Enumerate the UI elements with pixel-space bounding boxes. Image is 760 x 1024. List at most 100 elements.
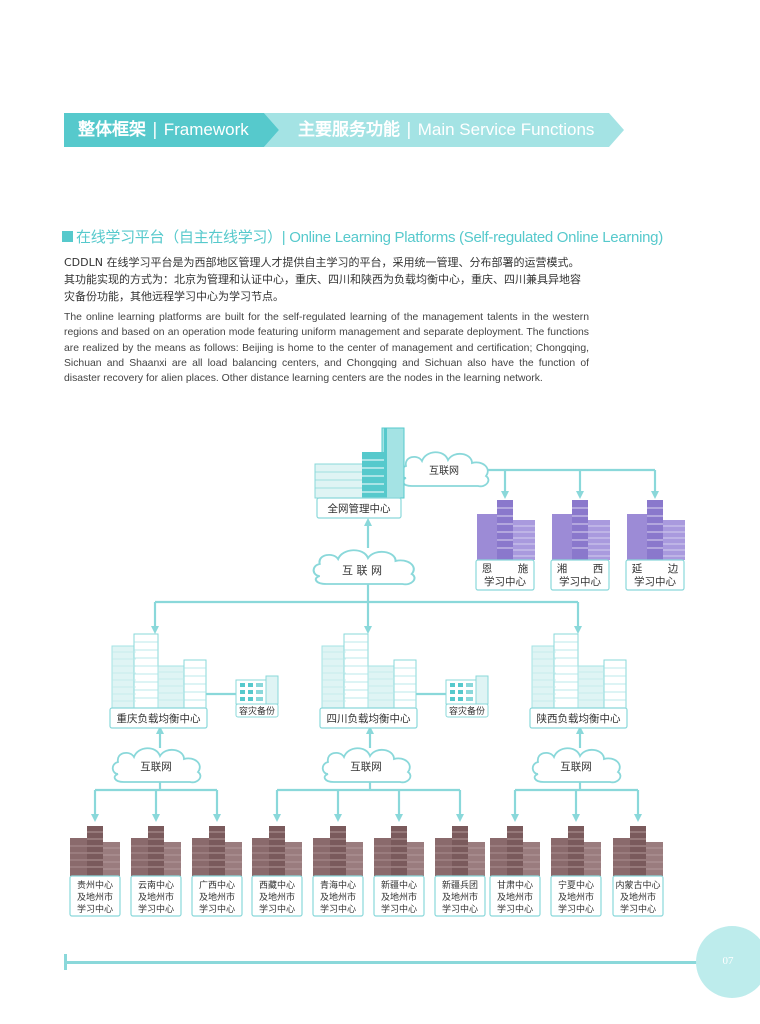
learning-center-scope: 及地州市 [77, 891, 113, 903]
cloud-internet-lower-0: 互联网 [111, 747, 202, 784]
learning-center-name: 广西中心 [199, 879, 235, 891]
balance-center-label: 四川负载均衡中心 [327, 712, 411, 725]
banner-separator: | [152, 120, 158, 140]
building-icon [490, 826, 540, 876]
learning-center-role: 学习中心 [138, 903, 174, 915]
banner-tab-framework[interactable]: 整体框架 | Framework [78, 113, 249, 147]
building-icon [477, 500, 535, 560]
footer-line [64, 961, 714, 964]
connection-lines [91, 468, 659, 822]
balance-center-label: 重庆负载均衡中心 [117, 712, 201, 725]
learning-center-role: 学习中心 [199, 903, 235, 915]
learning-center-name: 新疆兵团 [442, 879, 478, 891]
learning-center-name: 西藏中心 [259, 879, 295, 891]
banner-tab-main-service-en: Main Service Functions [417, 120, 595, 139]
purple-center-name-b: 边 [668, 563, 679, 575]
learning-center-role: 学习中心 [497, 903, 533, 915]
building-icon [551, 826, 601, 876]
cloud-label: 互联网 [560, 761, 592, 773]
cloud-internet-top: 互联网 [399, 451, 490, 488]
learning-center-role: 学习中心 [320, 903, 356, 915]
purple-center-role: 学习中心 [484, 575, 526, 588]
banner-tab-framework-cn: 整体框架 [78, 120, 146, 140]
server-icon [445, 675, 489, 705]
balance-center-0: 重庆负载均衡中心 [109, 633, 208, 729]
load-balance-centers: 重庆负载均衡中心 四川负载均衡中心 陕西负载均衡中心 [109, 633, 628, 729]
building-icon [531, 633, 627, 709]
learning-center-role: 学习中心 [77, 903, 113, 915]
purple-center-name-a: 延 [632, 563, 643, 575]
main-management-center: 全网管理中心 [314, 427, 405, 519]
lower-clouds: 互联网 互联网 互联网 [111, 747, 622, 784]
building-icon [314, 427, 405, 499]
main-center-label: 全网管理中心 [328, 502, 391, 515]
learning-center-scope: 及地州市 [199, 891, 235, 903]
building-icon [435, 826, 485, 876]
purple-center-role: 学习中心 [559, 575, 601, 588]
paragraph-english: The online learning platforms are built … [64, 312, 589, 385]
purple-center-role: 学习中心 [634, 575, 676, 588]
backup-server-0: 容灾备份 [235, 675, 279, 718]
learning-center-scope: 及地州市 [442, 891, 478, 903]
page-number: 07 [722, 955, 734, 967]
regional-learning-centers: 贵州中心及地州市学习中心云南中心及地州市学习中心广西中心及地州市学习中心西藏中心… [69, 826, 664, 917]
cloud-internet-lower-1: 互联网 [321, 747, 412, 784]
learning-center-name: 宁夏中心 [558, 879, 594, 891]
banner-arrow-main-service [264, 113, 624, 147]
building-icon [111, 633, 207, 709]
section-title-text: 在线学习平台（自主在线学习）| Online Learning Platform… [76, 229, 663, 246]
building-icon [131, 826, 181, 876]
purple-center-name-b: 施 [518, 562, 529, 575]
learning-center-role: 学习中心 [442, 903, 478, 915]
learning-center-name: 内蒙古中心 [615, 879, 660, 891]
purple-learning-centers: 恩施学习中心湘西学习中心延边学习中心 [475, 500, 685, 591]
backup-server-1: 容灾备份 [445, 675, 489, 718]
backup-label: 容灾备份 [239, 705, 275, 717]
purple-center-name-b: 西 [593, 563, 604, 575]
cloud-label: 互 联 网 [342, 564, 382, 577]
banner-tab-framework-en: Framework [163, 120, 249, 139]
building-icon [374, 826, 424, 876]
building-icon [252, 826, 302, 876]
learning-center-name: 甘肃中心 [497, 879, 533, 891]
banner-separator: | [406, 120, 412, 140]
learning-center-role: 学习中心 [259, 903, 295, 915]
building-icon [613, 826, 663, 876]
disaster-backup-servers: 容灾备份 容灾备份 [235, 675, 489, 718]
learning-center-scope: 及地州市 [138, 891, 174, 903]
backup-label: 容灾备份 [449, 705, 485, 717]
learning-center-scope: 及地州市 [381, 891, 417, 903]
purple-center-name-a: 湘 [557, 562, 568, 575]
learning-center-scope: 及地州市 [558, 891, 594, 903]
server-icon [235, 675, 279, 705]
building-icon [70, 826, 120, 876]
footer-tick [64, 954, 67, 970]
learning-center-name: 新疆中心 [381, 879, 417, 891]
cloud-label: 互联网 [350, 761, 382, 773]
purple-center-name-a: 恩 [482, 563, 493, 575]
learning-center-scope: 及地州市 [497, 891, 533, 903]
learning-center-scope: 及地州市 [620, 891, 656, 903]
learning-center-role: 学习中心 [381, 903, 417, 915]
building-icon [313, 826, 363, 876]
building-icon [321, 633, 417, 709]
banner-tab-main-service-cn: 主要服务功能 [298, 120, 400, 140]
learning-center-role: 学习中心 [558, 903, 594, 915]
building-icon [627, 500, 685, 560]
balance-center-2: 陕西负载均衡中心 [529, 633, 628, 729]
banner-tab-main-service[interactable]: 主要服务功能 | Main Service Functions [298, 113, 594, 147]
learning-center-scope: 及地州市 [259, 891, 295, 903]
cloud-label: 互联网 [140, 761, 172, 773]
banner-arrows [64, 113, 624, 147]
